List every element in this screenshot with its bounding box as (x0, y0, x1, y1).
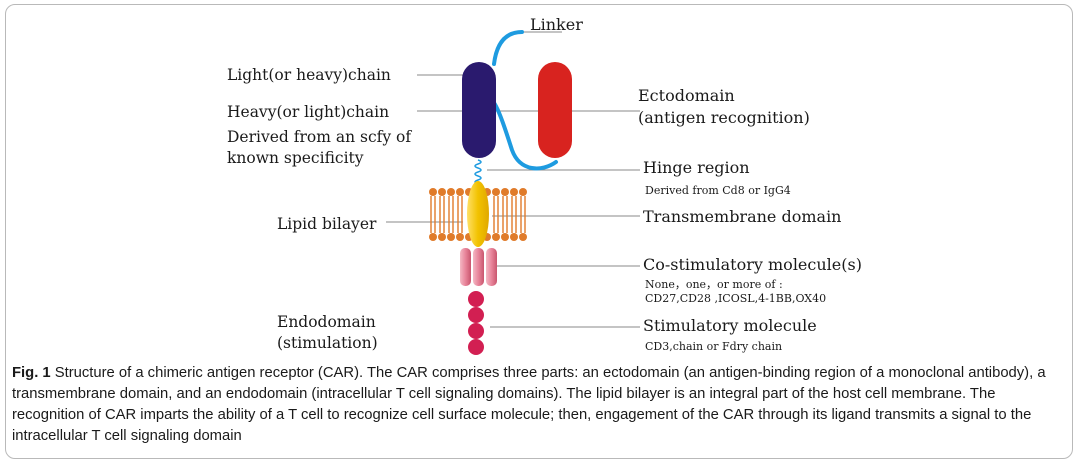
endodomain-label-line1: Endodomain (277, 313, 376, 331)
transmembrane-label: Transmembrane domain (643, 207, 841, 226)
heavy-chain-shape (538, 62, 572, 158)
endodomain-label-line2: (stimulation) (277, 334, 378, 352)
hinge-label: Hinge region (643, 158, 750, 177)
transmembrane-shape (467, 181, 489, 247)
costim-sublabel-line2: CD27,CD28 ,ICOSL,4-1BB,OX40 (645, 292, 826, 305)
linker-label: Linker (530, 15, 583, 34)
caption-text: Structure of a chimeric antigen receptor… (12, 365, 1046, 444)
costim-label: Co-stimulatory molecule(s) (643, 255, 862, 274)
lipid-label: Lipid bilayer (277, 215, 377, 233)
derived-label-line2: known specificity (227, 149, 364, 167)
light-chain-shape (462, 62, 496, 158)
stim-beads-shape (468, 291, 484, 355)
stim-sublabel: CD3,chain or Fdry chain (645, 340, 782, 353)
hinge-sublabel: Derived from Cd8 or IgG4 (645, 184, 791, 197)
ectodomain-label-line1: Ectodomain (638, 86, 735, 105)
figure-label: Fig. 1 (12, 365, 51, 381)
light-chain-label: Light(or heavy)chain (227, 66, 391, 84)
costim-shape (460, 248, 497, 286)
figure-caption: Fig. 1 Structure of a chimeric antigen r… (12, 363, 1060, 447)
leader-lines (386, 31, 640, 328)
derived-label-line1: Derived from an scfy of (227, 128, 412, 146)
heavy-chain-label: Heavy(or light)chain (227, 103, 389, 121)
stim-label: Stimulatory molecule (643, 316, 817, 335)
ectodomain-label-line2: (antigen recognition) (638, 108, 810, 127)
costim-sublabel-line1: None，one，or more of : (645, 278, 783, 291)
